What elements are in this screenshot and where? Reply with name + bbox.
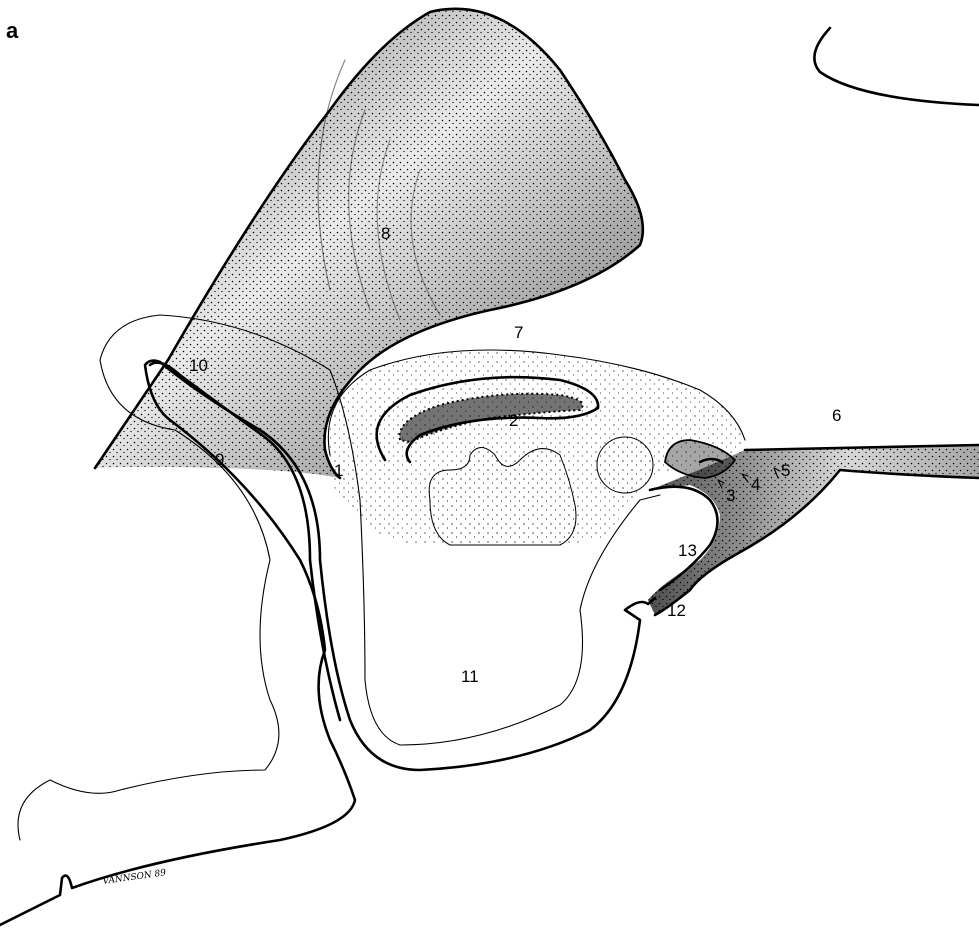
label-7: 7 xyxy=(514,323,523,342)
structure-right xyxy=(648,445,979,615)
panel-label: a xyxy=(6,18,19,43)
label-13: 13 xyxy=(678,541,697,560)
structure-1-2 xyxy=(328,350,745,546)
label-10: 10 xyxy=(189,356,208,375)
label-5: 5 xyxy=(781,461,790,480)
top-right-outline xyxy=(814,28,979,105)
label-11: 11 xyxy=(461,667,479,686)
label-8: 8 xyxy=(381,224,390,243)
label-2: 2 xyxy=(509,411,518,430)
artist-signature: VANNSON 89 xyxy=(102,868,167,887)
label-1: 1 xyxy=(334,461,343,480)
label-4: 4 xyxy=(751,475,760,494)
label-6: 6 xyxy=(832,406,841,425)
label-3: 3 xyxy=(726,486,735,505)
label-12: 12 xyxy=(667,601,686,620)
label-9: 9 xyxy=(215,450,224,469)
